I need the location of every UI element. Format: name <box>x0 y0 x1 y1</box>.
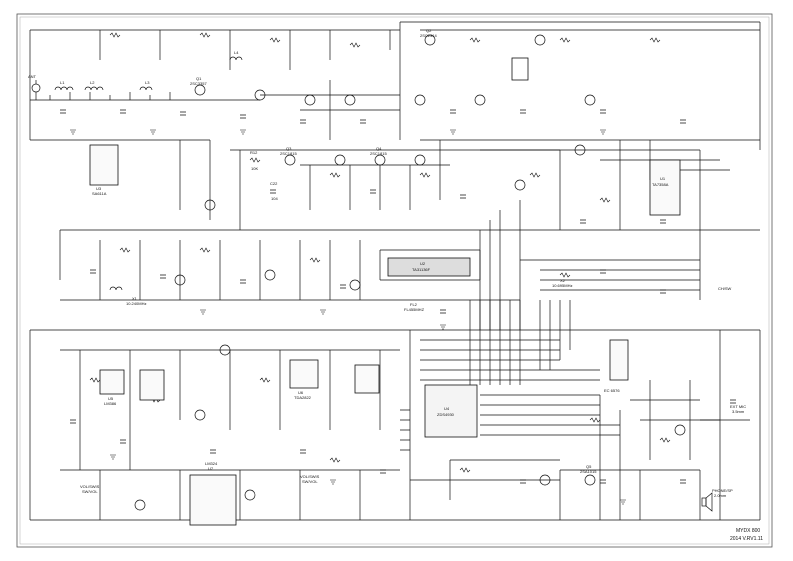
label-l2: L2 <box>90 80 95 85</box>
ic-tl <box>89 144 119 186</box>
ic-lb1 <box>99 369 125 395</box>
ic-bot <box>189 474 237 526</box>
transistor-set <box>134 34 686 511</box>
label-c-sample: C22 <box>270 181 278 186</box>
ic-rt <box>649 159 681 216</box>
label-u-mid-part: TA31136F <box>412 267 431 272</box>
label-phone: PHONE/SP <box>712 488 733 493</box>
capacitor-set <box>60 109 736 484</box>
component-labels: U4 ZDS4930 EC 6576 U3 SA611A U2 TA31136F… <box>28 28 746 498</box>
label-volume-b: VOL/SWIS <box>300 474 320 479</box>
label-fl-mid-part: FL455MHZ <box>404 307 425 312</box>
label-u5: U5 <box>108 396 114 401</box>
label-ic-main: U4 <box>444 406 450 411</box>
label-q5-part: 2SA1015 <box>580 469 597 474</box>
label-phone-sub: 2.0mm <box>714 493 727 498</box>
label-q3-part: 2SC1815 <box>280 151 297 156</box>
label-l1: L1 <box>60 80 65 85</box>
sheet-border-inner <box>19 16 770 545</box>
label-q2: Q2 <box>426 28 432 33</box>
label-q3: Q3 <box>286 146 292 151</box>
resistor-set <box>89 32 671 473</box>
label-l3: L3 <box>145 80 150 85</box>
label-ant: ANT <box>28 74 37 79</box>
antenna-icon <box>31 80 41 100</box>
ic-blocks <box>89 57 681 526</box>
ground-symbols <box>70 129 626 505</box>
label-xtal1-val: 10.240MHz <box>126 301 146 306</box>
label-ext-mic-sub: 3.5mm <box>732 409 745 414</box>
label-ic-right: EC 6576 <box>604 388 620 393</box>
ic-lb2 <box>139 369 165 401</box>
label-u-tl: U3 <box>96 186 102 191</box>
label-u-rt: U1 <box>660 176 666 181</box>
label-q4: Q4 <box>376 146 382 151</box>
label-q4-part: 2SC1815 <box>370 151 387 156</box>
sheet-border-outer <box>16 13 773 548</box>
label-q1: Q1 <box>196 76 202 81</box>
label-r-sample-val: 10K <box>251 166 258 171</box>
ic-mid <box>387 257 471 277</box>
label-u-tl-part: SA611A <box>92 191 107 196</box>
label-u6: U6 <box>298 390 304 395</box>
ic-gate <box>511 57 529 81</box>
label-u-rt-part: TA7358A <box>652 182 669 187</box>
label-xtal2: X2 <box>560 278 566 283</box>
label-u6-part: TDA2822 <box>294 395 312 400</box>
label-q2-part: 2SC2314 <box>420 33 437 38</box>
ic-main <box>424 384 478 438</box>
label-xtal1: X1 <box>132 296 138 301</box>
label-l4: L4 <box>234 50 239 55</box>
label-c-sample-val: 104 <box>271 196 278 201</box>
ic-lb3 <box>289 359 319 389</box>
label-u5-part: LM386 <box>104 401 117 406</box>
title-revision: 2014 V.RV1.11 <box>730 536 763 542</box>
label-volume-a: VOL/SWIS <box>80 484 100 489</box>
label-volume-a-sub: SW/VOL <box>82 489 98 494</box>
label-ic-main-part: ZDS4930 <box>437 412 455 417</box>
label-u7: U7 <box>208 466 214 471</box>
label-xtal2-val: 10.695MHz <box>552 283 572 288</box>
label-volume-b-sub: SW/VOL <box>302 479 318 484</box>
label-q1-part: 2SC3357 <box>190 81 207 86</box>
label-u7-part: LM324 <box>205 461 218 466</box>
label-r-sample: R12 <box>250 150 258 155</box>
ic-right <box>609 339 629 381</box>
label-fl-mid: FL2 <box>410 302 418 307</box>
wiring <box>29 21 761 521</box>
label-u-mid: U2 <box>420 261 426 266</box>
speaker-icon <box>701 492 713 512</box>
inductor-set <box>54 56 243 291</box>
label-q5: Q5 <box>586 464 592 469</box>
title-model: MYDX 800 <box>736 528 760 534</box>
label-ext-mic: EXT MIC <box>730 404 746 409</box>
label-ch: CH/SW <box>718 286 732 291</box>
ic-lb4 <box>354 364 380 394</box>
